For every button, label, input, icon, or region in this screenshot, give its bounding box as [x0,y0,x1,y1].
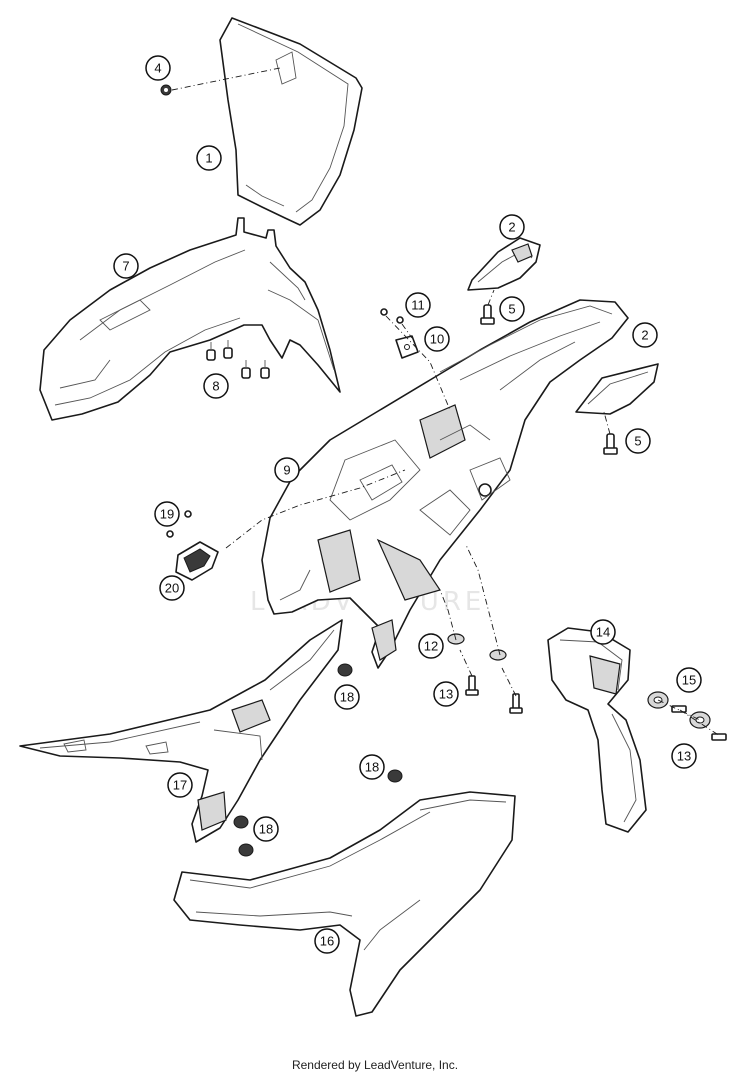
callout-8: 8 [203,373,229,399]
side-panel-part-14 [547,627,647,833]
callout-9: 9 [274,457,300,483]
svg-text:13: 13 [677,749,691,764]
callout-5-lower: 5 [625,428,651,454]
svg-text:8: 8 [212,379,219,394]
nut-part-4 [160,84,172,96]
callout-1: 1 [196,145,222,171]
leader-lines [171,67,721,737]
svg-text:18: 18 [365,760,379,775]
callout-2-upper: 2 [499,214,525,240]
bolts-part-11 [380,308,404,324]
callout-17: 17 [167,772,193,798]
svg-text:11: 11 [411,298,425,313]
svg-text:17: 17 [173,778,187,793]
screws-part-8 [206,340,270,379]
svg-text:2: 2 [508,220,515,235]
callout-12: 12 [418,633,444,659]
callout-10: 10 [424,326,450,352]
svg-text:7: 7 [122,259,129,274]
screw-part-5-lower [603,433,618,455]
svg-text:5: 5 [508,302,515,317]
bracket-part-10 [395,335,419,359]
svg-text:16: 16 [320,934,334,949]
callout-5-upper: 5 [499,296,525,322]
svg-text:13: 13 [439,687,453,702]
callout-18-middle: 18 [359,754,385,780]
nuts-part-18 [233,663,403,857]
svg-text:18: 18 [259,822,273,837]
svg-text:2: 2 [641,328,648,343]
side-cover-part-2-right [575,363,659,415]
callout-2-right: 2 [632,322,658,348]
radiator-shroud-part-17 [19,619,343,843]
bolts-part-13-center [465,675,523,714]
svg-text:1: 1 [205,151,212,166]
callout-13-right: 13 [671,743,697,769]
callout-19: 19 [154,501,180,527]
number-plate-part [219,17,363,226]
callout-16: 16 [314,928,340,954]
callout-11: 11 [405,292,431,318]
callout-7: 7 [113,253,139,279]
svg-text:12: 12 [424,639,438,654]
svg-text:20: 20 [165,581,179,596]
footer-credit: Rendered by LeadVenture, Inc. [291,1058,459,1072]
grommets-part-15 [647,691,711,729]
washers-part-12 [447,633,507,661]
screw-part-19 [166,510,192,538]
rear-fender-part [261,299,629,669]
svg-text:18: 18 [340,690,354,705]
callout-13-center: 13 [433,681,459,707]
callout-20: 20 [159,575,185,601]
reflector-part-20 [175,541,219,581]
front-fender-part [39,217,341,421]
bolts-part-13-right [671,705,727,741]
svg-text:15: 15 [682,673,696,688]
screw-part-5-upper [480,304,495,325]
callout-18-left: 18 [253,816,279,842]
lower-side-panel-part-16 [173,791,516,1017]
svg-text:14: 14 [596,625,610,640]
svg-text:19: 19 [160,507,174,522]
svg-text:5: 5 [634,434,641,449]
callout-14: 14 [590,619,616,645]
callout-4: 4 [145,55,171,81]
svg-text:10: 10 [430,332,444,347]
callout-18-top: 18 [334,684,360,710]
svg-text:9: 9 [283,463,290,478]
svg-text:4: 4 [154,61,161,76]
side-cover-part-2-upper [467,237,541,291]
callout-15: 15 [676,667,702,693]
